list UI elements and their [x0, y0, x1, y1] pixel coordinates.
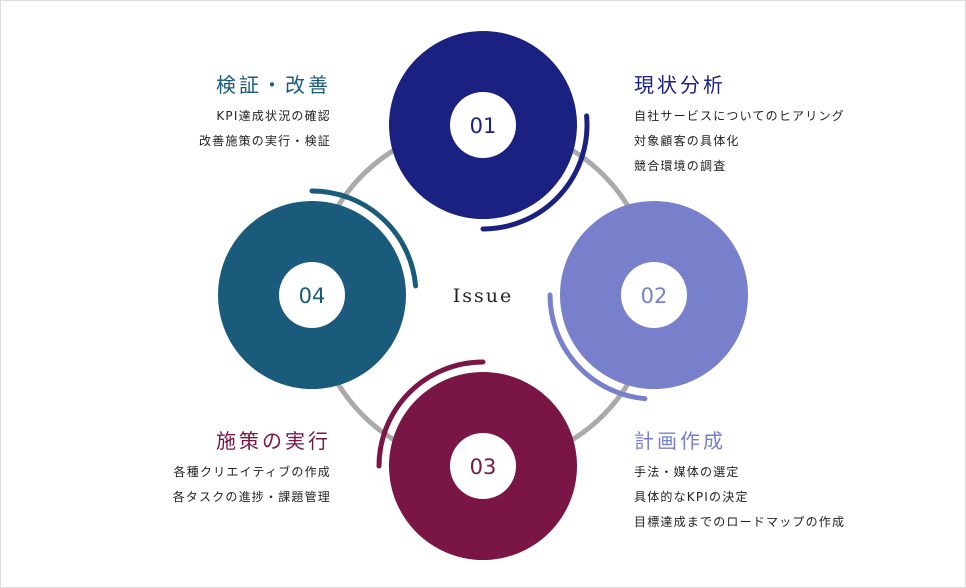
- step-03-node: 03: [376, 359, 577, 560]
- step-01-arc: [480, 113, 590, 232]
- step-02-item: 具体的なKPIの決定: [634, 490, 749, 504]
- center-label: Issue: [453, 285, 514, 307]
- step-03-badge: [450, 433, 516, 499]
- step-04-node: 04: [218, 188, 419, 389]
- step-01-item: 対象顧客の具体化: [634, 134, 740, 148]
- step-02-title: 計画作成: [634, 429, 726, 453]
- step-04-item: KPI達成状況の確認: [216, 109, 331, 123]
- step-02-node: 02: [547, 201, 748, 402]
- step-01-number: 01: [470, 114, 497, 138]
- step-02-item: 目標達成までのロードマップの作成: [634, 515, 846, 529]
- step-01-text: 現状分析 自社サービスについてのヒアリング 対象顧客の具体化 競合環境の調査: [634, 69, 845, 179]
- step-03-number: 03: [470, 455, 497, 479]
- step-04-title: 検証・改善: [216, 73, 331, 97]
- step-04-item: 改善施策の実行・検証: [198, 134, 331, 148]
- step-04-text: 検証・改善 KPI達成状況の確認 改善施策の実行・検証: [199, 69, 331, 154]
- step-01-title: 現状分析: [634, 73, 726, 97]
- step-03-text: 施策の実行 各種クリエイティブの作成 各タスクの進捗・課題管理: [173, 425, 331, 510]
- step-04-number: 04: [299, 284, 326, 308]
- step-04-badge: [279, 262, 345, 328]
- step-01-item: 競合環境の調査: [634, 159, 727, 173]
- step-02-item: 手法・媒体の選定: [634, 465, 740, 479]
- step-02-badge: [621, 262, 687, 328]
- step-03-title: 施策の実行: [216, 429, 331, 453]
- step-02-arc: [547, 292, 648, 402]
- step-01-item: 自社サービスについてのヒアリング: [634, 109, 845, 123]
- step-01-badge: [450, 92, 516, 158]
- step-03-item: 各種クリエイティブの作成: [173, 465, 331, 479]
- step-03-arc: [376, 359, 486, 469]
- step-03-item: 各タスクの進捗・課題管理: [172, 490, 331, 504]
- step-01-node: 01: [389, 31, 590, 232]
- step-02-number: 02: [641, 284, 668, 308]
- step-02-text: 計画作成 手法・媒体の選定 具体的なKPIの決定 目標達成までのロードマップの作…: [634, 425, 845, 535]
- step-04-arc: [309, 188, 419, 289]
